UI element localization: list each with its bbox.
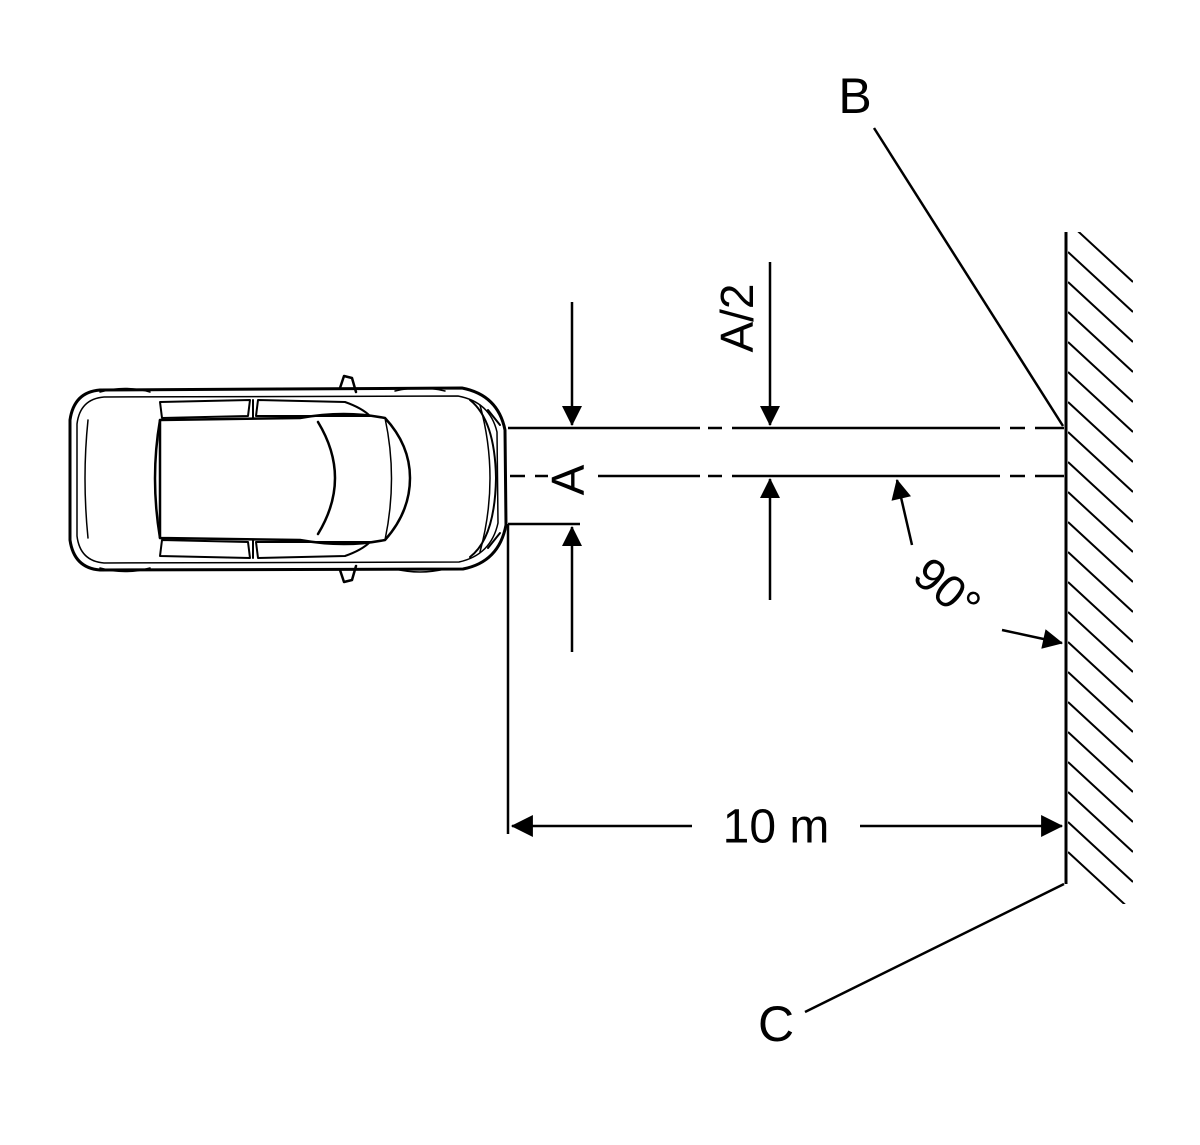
ground-reference-line — [506, 522, 580, 834]
callout-b: B — [838, 68, 1065, 427]
angle-label: 90° — [904, 547, 991, 632]
dimension-half-a-label: A/2 — [711, 283, 763, 352]
vehicle-top-view — [68, 374, 508, 584]
callout-c-label: C — [758, 996, 794, 1052]
dimension-a-label: A — [542, 464, 594, 495]
callout-b-label: B — [838, 68, 871, 124]
wall — [1064, 232, 1133, 904]
angle-arrows — [891, 479, 1063, 649]
wall-hatching — [1068, 232, 1133, 904]
distance-label: 10 m — [723, 801, 830, 854]
callout-c: C — [758, 882, 1065, 1052]
